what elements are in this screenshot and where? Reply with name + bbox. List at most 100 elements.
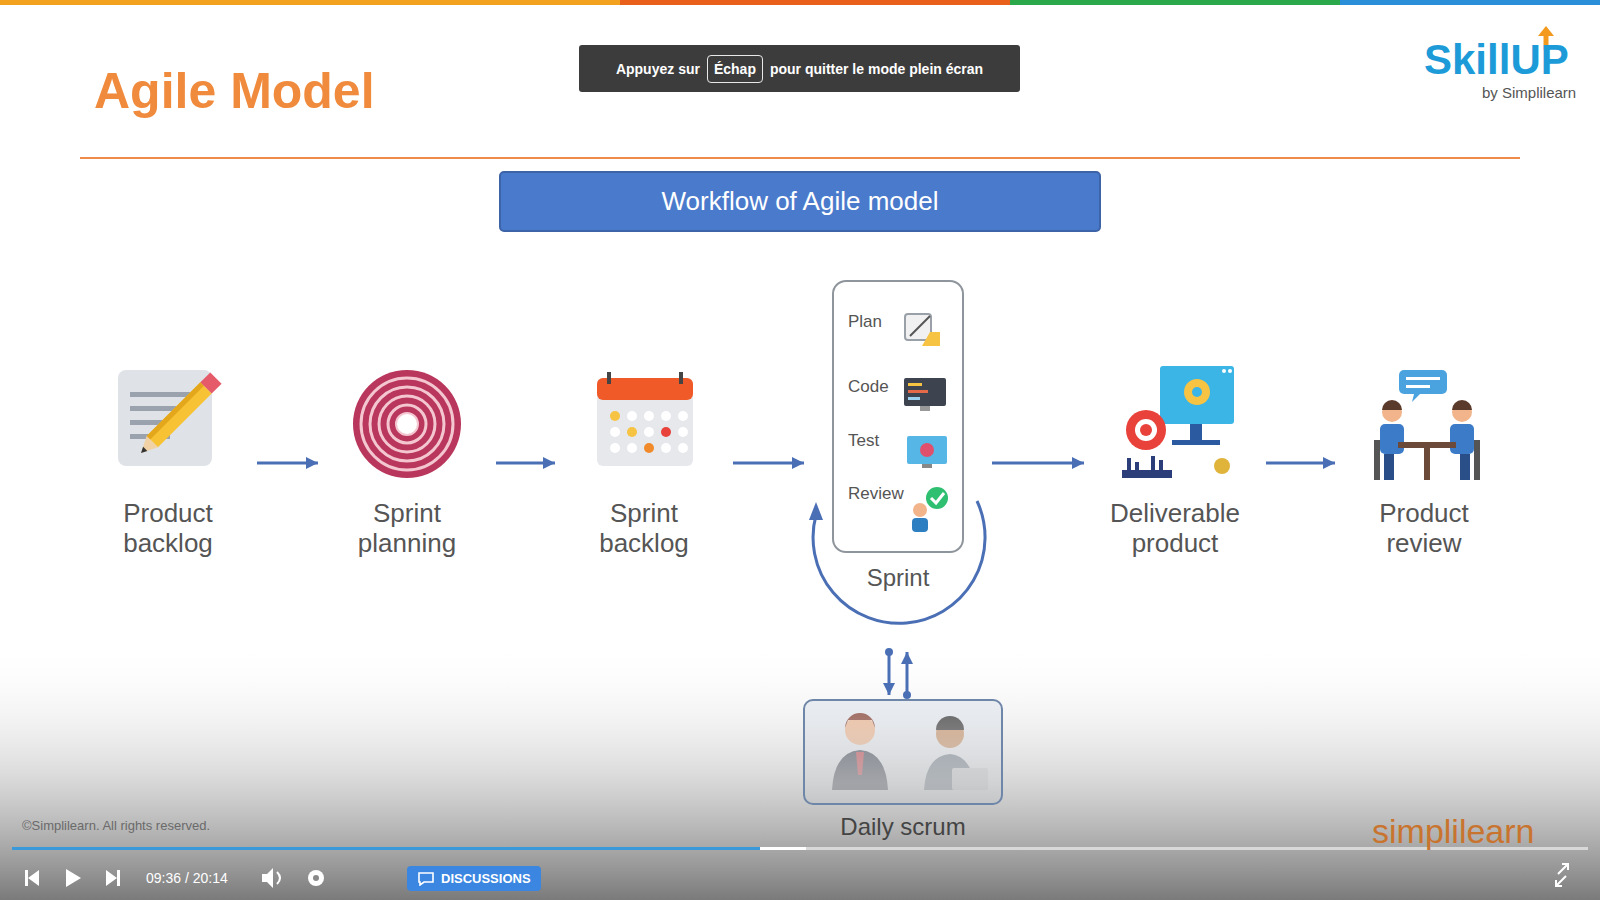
- sprint-step-icons: [907, 436, 947, 464]
- sprint-backlog-icon: [610, 411, 688, 453]
- deliverable-product-icon: [1184, 379, 1210, 405]
- top-color-bar: [0, 0, 1600, 5]
- line-end-dot: [885, 648, 893, 656]
- heading-band: Workflow of Agile model: [499, 171, 1101, 232]
- arrow-head: [1323, 457, 1335, 469]
- sprint-step-icons: [920, 406, 930, 411]
- button-label: DISCUSSIONS: [441, 871, 531, 886]
- sprint-backlog-icon: [610, 427, 620, 437]
- player-controls: [106, 870, 117, 886]
- sprint-backlog-icon: [627, 411, 637, 421]
- product-backlog-icon: [130, 392, 190, 397]
- step-label: Product review: [1349, 498, 1499, 558]
- arrow-head: [883, 683, 895, 695]
- banner-text: pour quitter le mode plein écran: [770, 61, 983, 77]
- flow-arrow: [992, 457, 1084, 469]
- flow-arrow: [1266, 457, 1335, 469]
- sprint-loop: PlanCodeTestReviewSprint: [810, 278, 986, 648]
- product-review-icon: [1406, 377, 1440, 380]
- key-cap: Échap: [707, 55, 763, 83]
- logo-arrow: [1538, 26, 1554, 36]
- chat-icon: [417, 872, 435, 886]
- player-controls: [308, 870, 324, 886]
- deliverable-product-icon: [1127, 458, 1131, 470]
- sprint-backlog-icon: [597, 372, 693, 466]
- deliverable-product-icon: [1151, 456, 1155, 470]
- deliverable-product-icon: [1192, 387, 1202, 397]
- product-review-icon: [1384, 454, 1394, 480]
- product-review-icon: [1382, 400, 1402, 410]
- deliverable-product-icon: [1160, 366, 1234, 424]
- sprint-backlog-icon: [678, 443, 688, 453]
- sprint-step-icons: [913, 503, 927, 517]
- top-color-bar: [1340, 0, 1600, 5]
- arrow-head: [306, 457, 318, 469]
- step-label: Sprint backlog: [569, 498, 719, 558]
- product-review-icon: [1460, 454, 1470, 480]
- sprint-backlog-icon: [627, 427, 637, 437]
- sprint-step: Test: [848, 431, 879, 451]
- workflow-step: Product review: [1341, 368, 1507, 558]
- product-backlog-icon: [200, 372, 221, 393]
- sprint-step: Plan: [848, 312, 882, 332]
- scrum-box: [803, 699, 1003, 805]
- progress-bar: [12, 847, 1588, 850]
- product-review-icon: [1406, 385, 1430, 388]
- player-controls: [25, 870, 28, 886]
- progress-bar: [12, 847, 760, 850]
- chat-icon: [419, 873, 433, 885]
- player-controls: [28, 870, 39, 886]
- sprint-cycle-arrow: [809, 501, 985, 623]
- flow-arrow: [257, 457, 318, 469]
- sprint-backlog-icon: [610, 443, 620, 453]
- player-controls: [25, 864, 1568, 888]
- sprint-cycle-arrow: [809, 502, 823, 520]
- step-label: Sprint planning: [332, 498, 482, 558]
- sprint-backlog-icon: [597, 378, 693, 466]
- deliverable-product-icon: [1172, 440, 1220, 445]
- product-review-icon: [1374, 440, 1380, 480]
- player-controls: [117, 870, 120, 886]
- product-review-icon: [1474, 440, 1480, 480]
- player-controls: [1556, 864, 1568, 886]
- top-color-bar: [1010, 0, 1340, 5]
- sprint-box: PlanCodeTestReview: [832, 280, 964, 553]
- sprint-step-icons: [926, 487, 948, 509]
- sprint-backlog-icon: [597, 378, 693, 400]
- product-review-icon: [1398, 442, 1456, 448]
- sprint-step-icons: [905, 314, 931, 340]
- player-controls: [262, 868, 273, 888]
- sprint-step-icons: [922, 332, 940, 346]
- sprint-backlog-icon: [661, 443, 671, 453]
- sprint-step-icons: [904, 378, 946, 406]
- sprint-backlog-icon: [661, 427, 671, 437]
- fullscreen-banner: Appuyez surpour quitter le mode plein éc…: [579, 45, 1020, 92]
- product-backlog-icon: [135, 436, 158, 459]
- sprint-step-icons: [931, 493, 944, 503]
- workflow-step: Sprint backlog: [561, 368, 727, 558]
- product-backlog-icon: [147, 382, 212, 447]
- progress-bar: [12, 847, 1588, 850]
- sprint-backlog-icon: [627, 443, 637, 453]
- product-review-icon: [1374, 370, 1480, 480]
- product-backlog-icon: [118, 370, 222, 466]
- product-backlog-icon: [139, 447, 147, 455]
- sprint-backlog-icon: [661, 411, 671, 421]
- product-review-icon: [1452, 400, 1472, 410]
- sprint-backlog-icon: [644, 411, 654, 421]
- sprint-step-icons: [910, 316, 930, 336]
- workflow-step: Product backlog: [85, 368, 251, 558]
- arrow-head: [901, 652, 913, 664]
- top-color-bar: [620, 0, 1010, 5]
- deliverable-product-icon: [1122, 470, 1172, 478]
- sprint-backlog-icon: [679, 372, 683, 384]
- logo-wordmark: SkillUP: [1424, 36, 1569, 84]
- flow-arrow: [883, 648, 913, 699]
- flow-arrow: [496, 457, 555, 469]
- player-shade: [0, 640, 1600, 900]
- discussions-button: DISCUSSIONS: [407, 866, 541, 891]
- sprint-planning-icon: [353, 370, 461, 478]
- sprint-step-icons: [920, 443, 934, 457]
